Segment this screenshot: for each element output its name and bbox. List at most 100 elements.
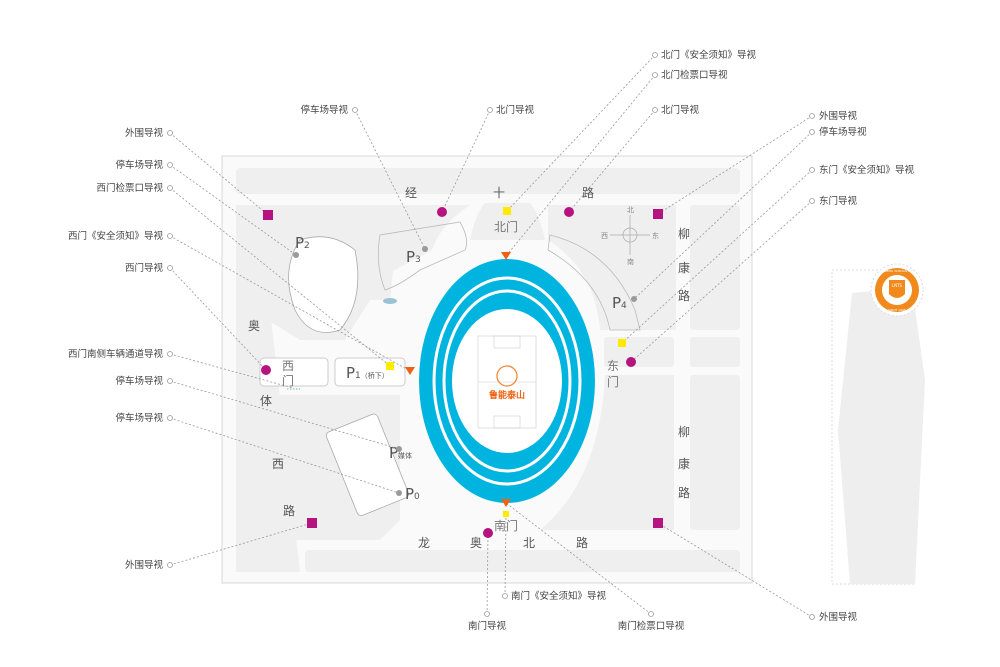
map-text: 西 [601, 232, 608, 240]
center-logo-text: 鲁能泰山 [489, 389, 525, 401]
callout-label: 北门检票口导视 [661, 69, 728, 81]
map-shape [432, 276, 582, 486]
map-shape [293, 252, 299, 258]
road-labels: 经 十 路 柳 康 路 柳 康 路 奥 体 西 路 龙 奥 北 路 [248, 185, 690, 550]
callout-label: 停车场导视 [115, 159, 163, 171]
callout-endpoints [167, 52, 815, 620]
callout-label: 停车场导视 [819, 126, 867, 138]
map-shape [169, 353, 294, 389]
map-shape [377, 221, 468, 291]
map-shape [169, 417, 400, 494]
map-text: P [406, 248, 415, 266]
map-shape [504, 513, 507, 597]
callout-label: 东门导视 [819, 195, 858, 207]
map-shape [167, 233, 173, 239]
map-shape [441, 109, 491, 213]
map-text: 门 [282, 373, 294, 388]
map-shape [442, 289, 572, 473]
map-shape: P0 [405, 485, 420, 503]
map-shape [422, 246, 428, 252]
map-shape [548, 205, 676, 330]
club-crest-icon [496, 365, 518, 387]
map-text: 4 [621, 301, 627, 311]
map-shape [325, 413, 410, 517]
map-shape [838, 287, 925, 584]
map-shape [652, 52, 658, 58]
gate-sign-marker [261, 365, 271, 375]
map-text: 奥 [248, 319, 260, 333]
club-banner: LNTS SINCE 1998 LUNENG TAISHAN F.C. [831, 263, 925, 585]
callout-label: 北门导视 [661, 104, 700, 116]
map-shape [396, 446, 402, 452]
callout-label: 北门导视 [496, 104, 535, 116]
callout-label: 南门导视 [468, 620, 507, 632]
map-shape [657, 115, 813, 215]
map-text: 路 [582, 185, 594, 200]
map-text: 北 [627, 206, 634, 214]
map-text: 柳 [678, 227, 690, 241]
ticket-sign-marker [501, 499, 511, 507]
ticket-sign-marker [405, 367, 415, 375]
map-text: P [295, 234, 304, 252]
map-shape [396, 490, 402, 496]
map-shape [470, 203, 545, 240]
map-shape [169, 267, 267, 371]
map-text: 十 [493, 186, 505, 200]
map-shape [169, 522, 313, 566]
map-shape [484, 611, 490, 617]
gate-sign-marker [483, 528, 493, 538]
map-text: 路 [576, 535, 588, 550]
map-shape [809, 614, 815, 620]
map-shape [547, 234, 641, 331]
map-text: 康 [678, 260, 690, 275]
map-shape [167, 130, 173, 136]
parking-labels: P1（桥下） P2 P3 P4 P媒体 P0 [295, 234, 627, 503]
map-text: 媒体 [398, 451, 412, 460]
map-text: 体 [260, 394, 272, 408]
callout-labels: 外围导视 停车场导视 西门检票口导视 西门《安全须知》导视 西门导视 西门南侧车… [68, 49, 915, 632]
map-shape: P1（桥下） [346, 364, 389, 382]
map-shape [622, 227, 638, 243]
map-text: P [389, 444, 398, 462]
gate-sign-marker [626, 357, 636, 367]
callout-label: 南门检票口导视 [618, 620, 685, 632]
parking-sign-markers [293, 246, 637, 496]
gate-sign-marker [564, 207, 574, 217]
map-shape [167, 562, 173, 568]
map-shape: P2 [295, 234, 310, 252]
map-shape [540, 375, 674, 530]
callout-label: 西门检票口导视 [96, 182, 163, 194]
map-shape [167, 162, 173, 168]
map-text: 路 [678, 288, 690, 303]
map-text: 东 [652, 231, 659, 240]
map-text: P [405, 485, 414, 503]
map-shape [354, 109, 426, 250]
map-shape [167, 351, 173, 357]
map-shape [487, 107, 493, 113]
map-shape [633, 131, 813, 300]
perimeter-sign-marker [307, 518, 317, 528]
callout-label: 外围导视 [125, 127, 164, 139]
map-shape [809, 129, 815, 135]
map-shape [169, 164, 297, 256]
callout-label: 南门《安全须知》导视 [511, 590, 607, 602]
map-shape [380, 205, 470, 278]
callout-label: 北门《安全须知》导视 [661, 49, 757, 61]
callout-label: 东门《安全须知》导视 [819, 164, 915, 176]
map-shape: P媒体 [389, 444, 412, 462]
map-shape [288, 236, 359, 333]
map-shape [690, 205, 740, 330]
map-shape [652, 72, 658, 78]
map-text: 西 [272, 457, 284, 471]
map-text: 3 [415, 255, 421, 265]
callout-label: 外围导视 [125, 559, 164, 571]
map-shape [259, 357, 329, 387]
map-text: 北 [523, 536, 535, 550]
map-shape [505, 502, 652, 615]
north-gate-label: 北门 [494, 219, 518, 234]
map-shape [690, 337, 740, 367]
map-shape [809, 198, 815, 204]
map-shape [505, 74, 656, 257]
map-shape [648, 611, 654, 617]
map-shape [167, 265, 173, 271]
